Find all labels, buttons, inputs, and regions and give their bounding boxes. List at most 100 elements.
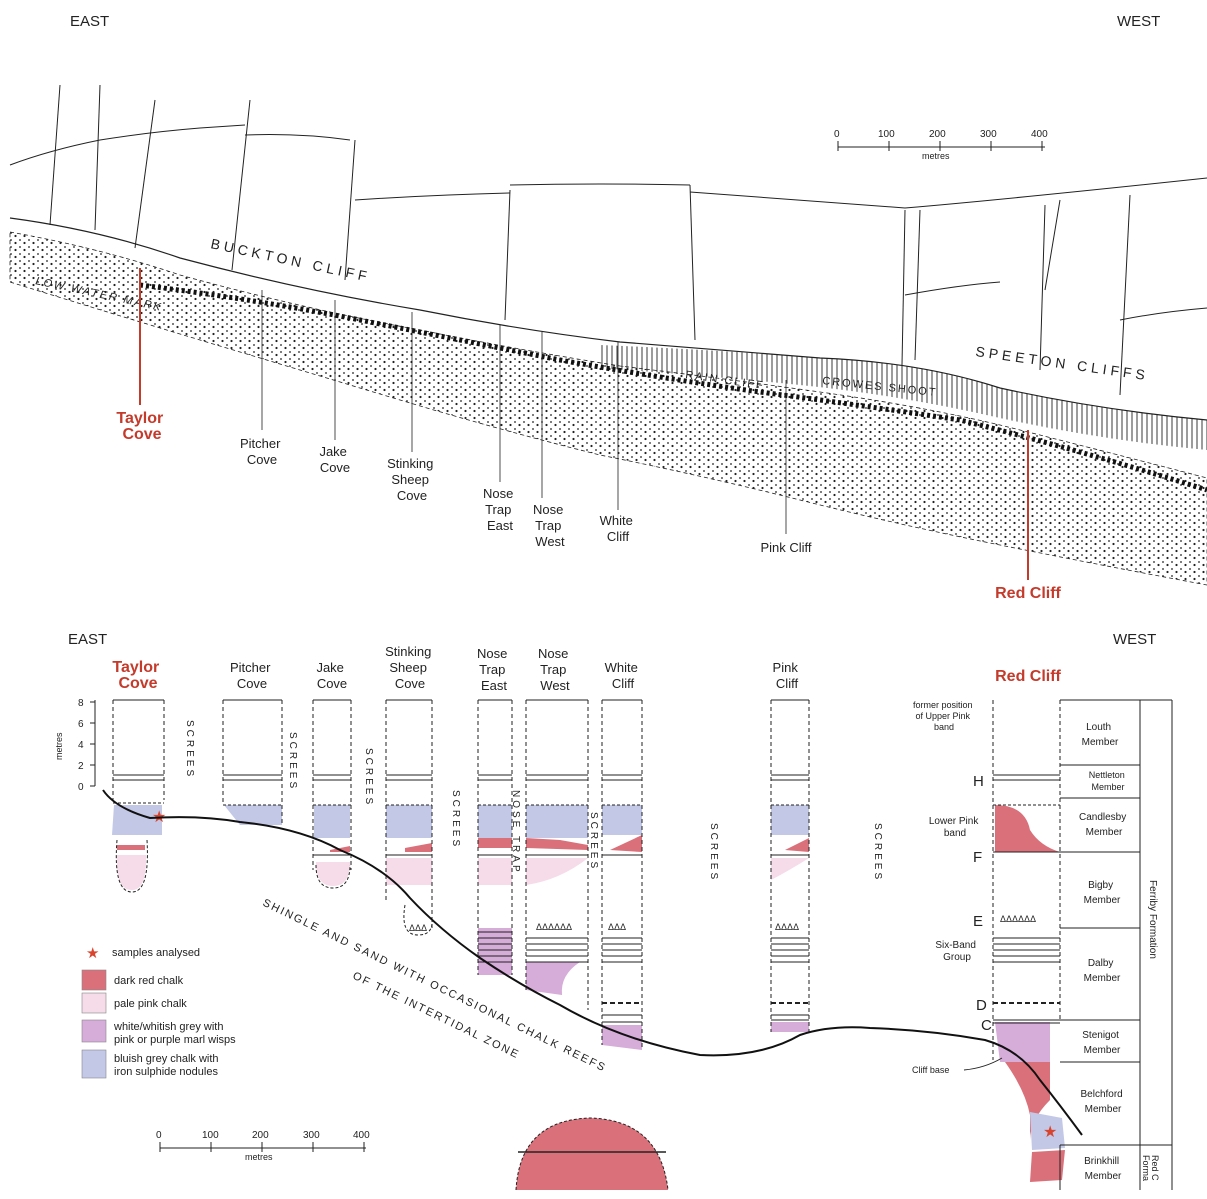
reef-section — [515, 1117, 669, 1191]
column-red-cliff: ΔΔΔΔΔΔ ★ — [992, 700, 1065, 1182]
svg-text:ΔΔΔΔΔΔ: ΔΔΔΔΔΔ — [1000, 914, 1036, 924]
column-title-nose-trap-east: Nose Trap East — [477, 646, 511, 693]
column-title-nose-trap-west: Nose Trap West — [538, 646, 572, 693]
cliff-base-arrow — [963, 1057, 1003, 1071]
marker-h: H — [973, 773, 984, 790]
member-belchford: Belchford Member — [1080, 1089, 1125, 1115]
map-scale-tick: 300 — [980, 129, 997, 140]
legend-label-pale-pink: pale pink chalk — [114, 998, 187, 1010]
y-axis-tick: 6 — [78, 719, 84, 730]
member-candlesby: Candlesby Member — [1079, 812, 1129, 838]
map-east-label: EAST — [70, 13, 109, 30]
map-location-taylor-cove: Taylor Cove — [116, 410, 167, 443]
y-axis-tick: 4 — [78, 740, 84, 751]
legend-label-blue-grey: bluish grey chalk with iron sulphide nod… — [114, 1053, 222, 1078]
column-title-pitcher-cove: Pitcher Cove — [230, 660, 274, 691]
legend-swatch-dark-red — [81, 969, 107, 991]
map-location-pink-cliff: Pink Cliff — [760, 540, 811, 555]
nose-trap-vertical-label: NOSE TRAP — [510, 790, 521, 875]
column-title-stinking-sheep-cove: Stinking Sheep Cove — [385, 644, 435, 691]
legend-swatch-pale-pink — [81, 992, 107, 1014]
shore-dark-band — [139, 282, 1207, 493]
svg-text:ΔΔΔΔΔΔ: ΔΔΔΔΔΔ — [536, 922, 572, 932]
cliff-hatch — [600, 345, 1207, 450]
svg-text:ΔΔΔΔ: ΔΔΔΔ — [775, 922, 799, 932]
sample-star: ★ — [1043, 1124, 1057, 1141]
section-scale-tick: 0 — [156, 1130, 162, 1141]
member-nettleton: Nettleton Member — [1089, 770, 1128, 792]
column-title-pink-cliff: Pink Cliff — [773, 660, 802, 691]
map-scale-bar — [837, 141, 1045, 151]
section-scale-unit: metres — [245, 1152, 273, 1162]
column-white-cliff: ΔΔΔ — [601, 699, 643, 1050]
column-stinking-sheep-cove: ΔΔΔ — [385, 699, 433, 936]
column-title-taylor-cove: Taylor Cove — [112, 659, 163, 692]
ferriby-formation-label: Ferriby Formation — [1147, 880, 1158, 959]
column-title-white-cliff: White Cliff — [605, 660, 642, 691]
legend-swatch-blue-grey — [81, 1049, 107, 1079]
map-scale-tick: 0 — [834, 129, 840, 140]
column-taylor-cove: ★ — [112, 699, 166, 893]
legend-star-icon: ★ — [86, 945, 99, 962]
screes-label: SCREES — [287, 732, 298, 791]
map-location-red-cliff: Red Cliff — [995, 585, 1061, 602]
svg-text:ΔΔΔ: ΔΔΔ — [409, 923, 427, 933]
y-axis-tick: 8 — [78, 698, 84, 709]
map-scale-tick: 400 — [1031, 129, 1048, 140]
marker-c: C — [981, 1017, 992, 1034]
map-location-jake-cove: Jake Cove — [319, 444, 350, 475]
column-nose-trap-west: ΔΔΔΔΔΔ — [525, 699, 589, 1010]
red-chalk-formation-label: Red C Forma — [1141, 1155, 1160, 1183]
legend-swatch-lilac — [81, 1019, 107, 1043]
marker-e: E — [973, 913, 983, 930]
member-brinkhill: Brinkhill Member — [1084, 1156, 1122, 1182]
map-location-stinking-sheep-cove: Stinking Sheep Cove — [387, 456, 437, 503]
section-scale-tick: 300 — [303, 1130, 320, 1141]
section-scale-tick: 200 — [252, 1130, 269, 1141]
svg-text:ΔΔΔ: ΔΔΔ — [608, 922, 626, 932]
member-table — [1059, 699, 1173, 1190]
map-scale-tick: 100 — [878, 129, 895, 140]
section-scale-bar — [159, 1142, 366, 1152]
section-scale-tick: 400 — [353, 1130, 370, 1141]
member-bigby: Bigby Member — [1084, 880, 1121, 906]
marker-f: F — [973, 849, 982, 866]
map-scale-tick: 200 — [929, 129, 946, 140]
member-louth: Louth Member — [1082, 722, 1119, 748]
member-dalby: Dalby Member — [1084, 958, 1121, 984]
screes-label: SCREES — [363, 748, 374, 807]
screes-label: SCREES — [588, 812, 599, 871]
ground-profile — [102, 789, 1083, 1136]
six-band-group-annotation: Six-Band Group — [935, 940, 978, 963]
map-location-nose-trap-west: Nose Trap West — [533, 502, 567, 549]
location-leaders — [261, 290, 787, 534]
y-axis-tick: 2 — [78, 761, 84, 772]
speeton-cliffs-label: SPEETON CLIFFS — [975, 343, 1150, 383]
section-east-label: EAST — [68, 631, 107, 648]
column-title-red-cliff: Red Cliff — [995, 668, 1061, 685]
column-jake-cove — [312, 699, 352, 889]
column-pitcher-cove — [222, 699, 283, 825]
member-stenigot: Stenigot Member — [1082, 1030, 1121, 1056]
column-nose-trap-east — [477, 699, 513, 975]
column-title-jake-cove: Jake Cove — [316, 660, 347, 691]
column-pink-cliff: ΔΔΔΔ — [770, 699, 810, 1032]
section-west-label: WEST — [1113, 631, 1156, 648]
y-axis-unit: metres — [54, 732, 64, 760]
legend-label-dark-red: dark red chalk — [114, 975, 184, 987]
screes-label: SCREES — [184, 720, 195, 779]
map-location-pitcher-cove: Pitcher Cove — [240, 436, 284, 467]
y-axis-tick: 0 — [78, 782, 84, 793]
field-boundaries — [9, 84, 1207, 396]
screes-label: SCREES — [872, 823, 883, 882]
lower-pink-band-annotation: Lower Pink band — [929, 816, 981, 839]
map-location-nose-trap-east: Nose Trap East — [483, 486, 517, 533]
screes-label: SCREES — [450, 790, 461, 849]
former-upper-pink-annotation: former position of Upper Pink band — [913, 700, 975, 732]
legend-label-samples: samples analysed — [112, 947, 200, 959]
map-scale-unit: metres — [922, 151, 950, 161]
section-y-axis — [90, 700, 96, 787]
screes-label: SCREES — [708, 823, 719, 882]
legend-label-lilac: white/whitish grey with pink or purple m… — [113, 1021, 236, 1046]
